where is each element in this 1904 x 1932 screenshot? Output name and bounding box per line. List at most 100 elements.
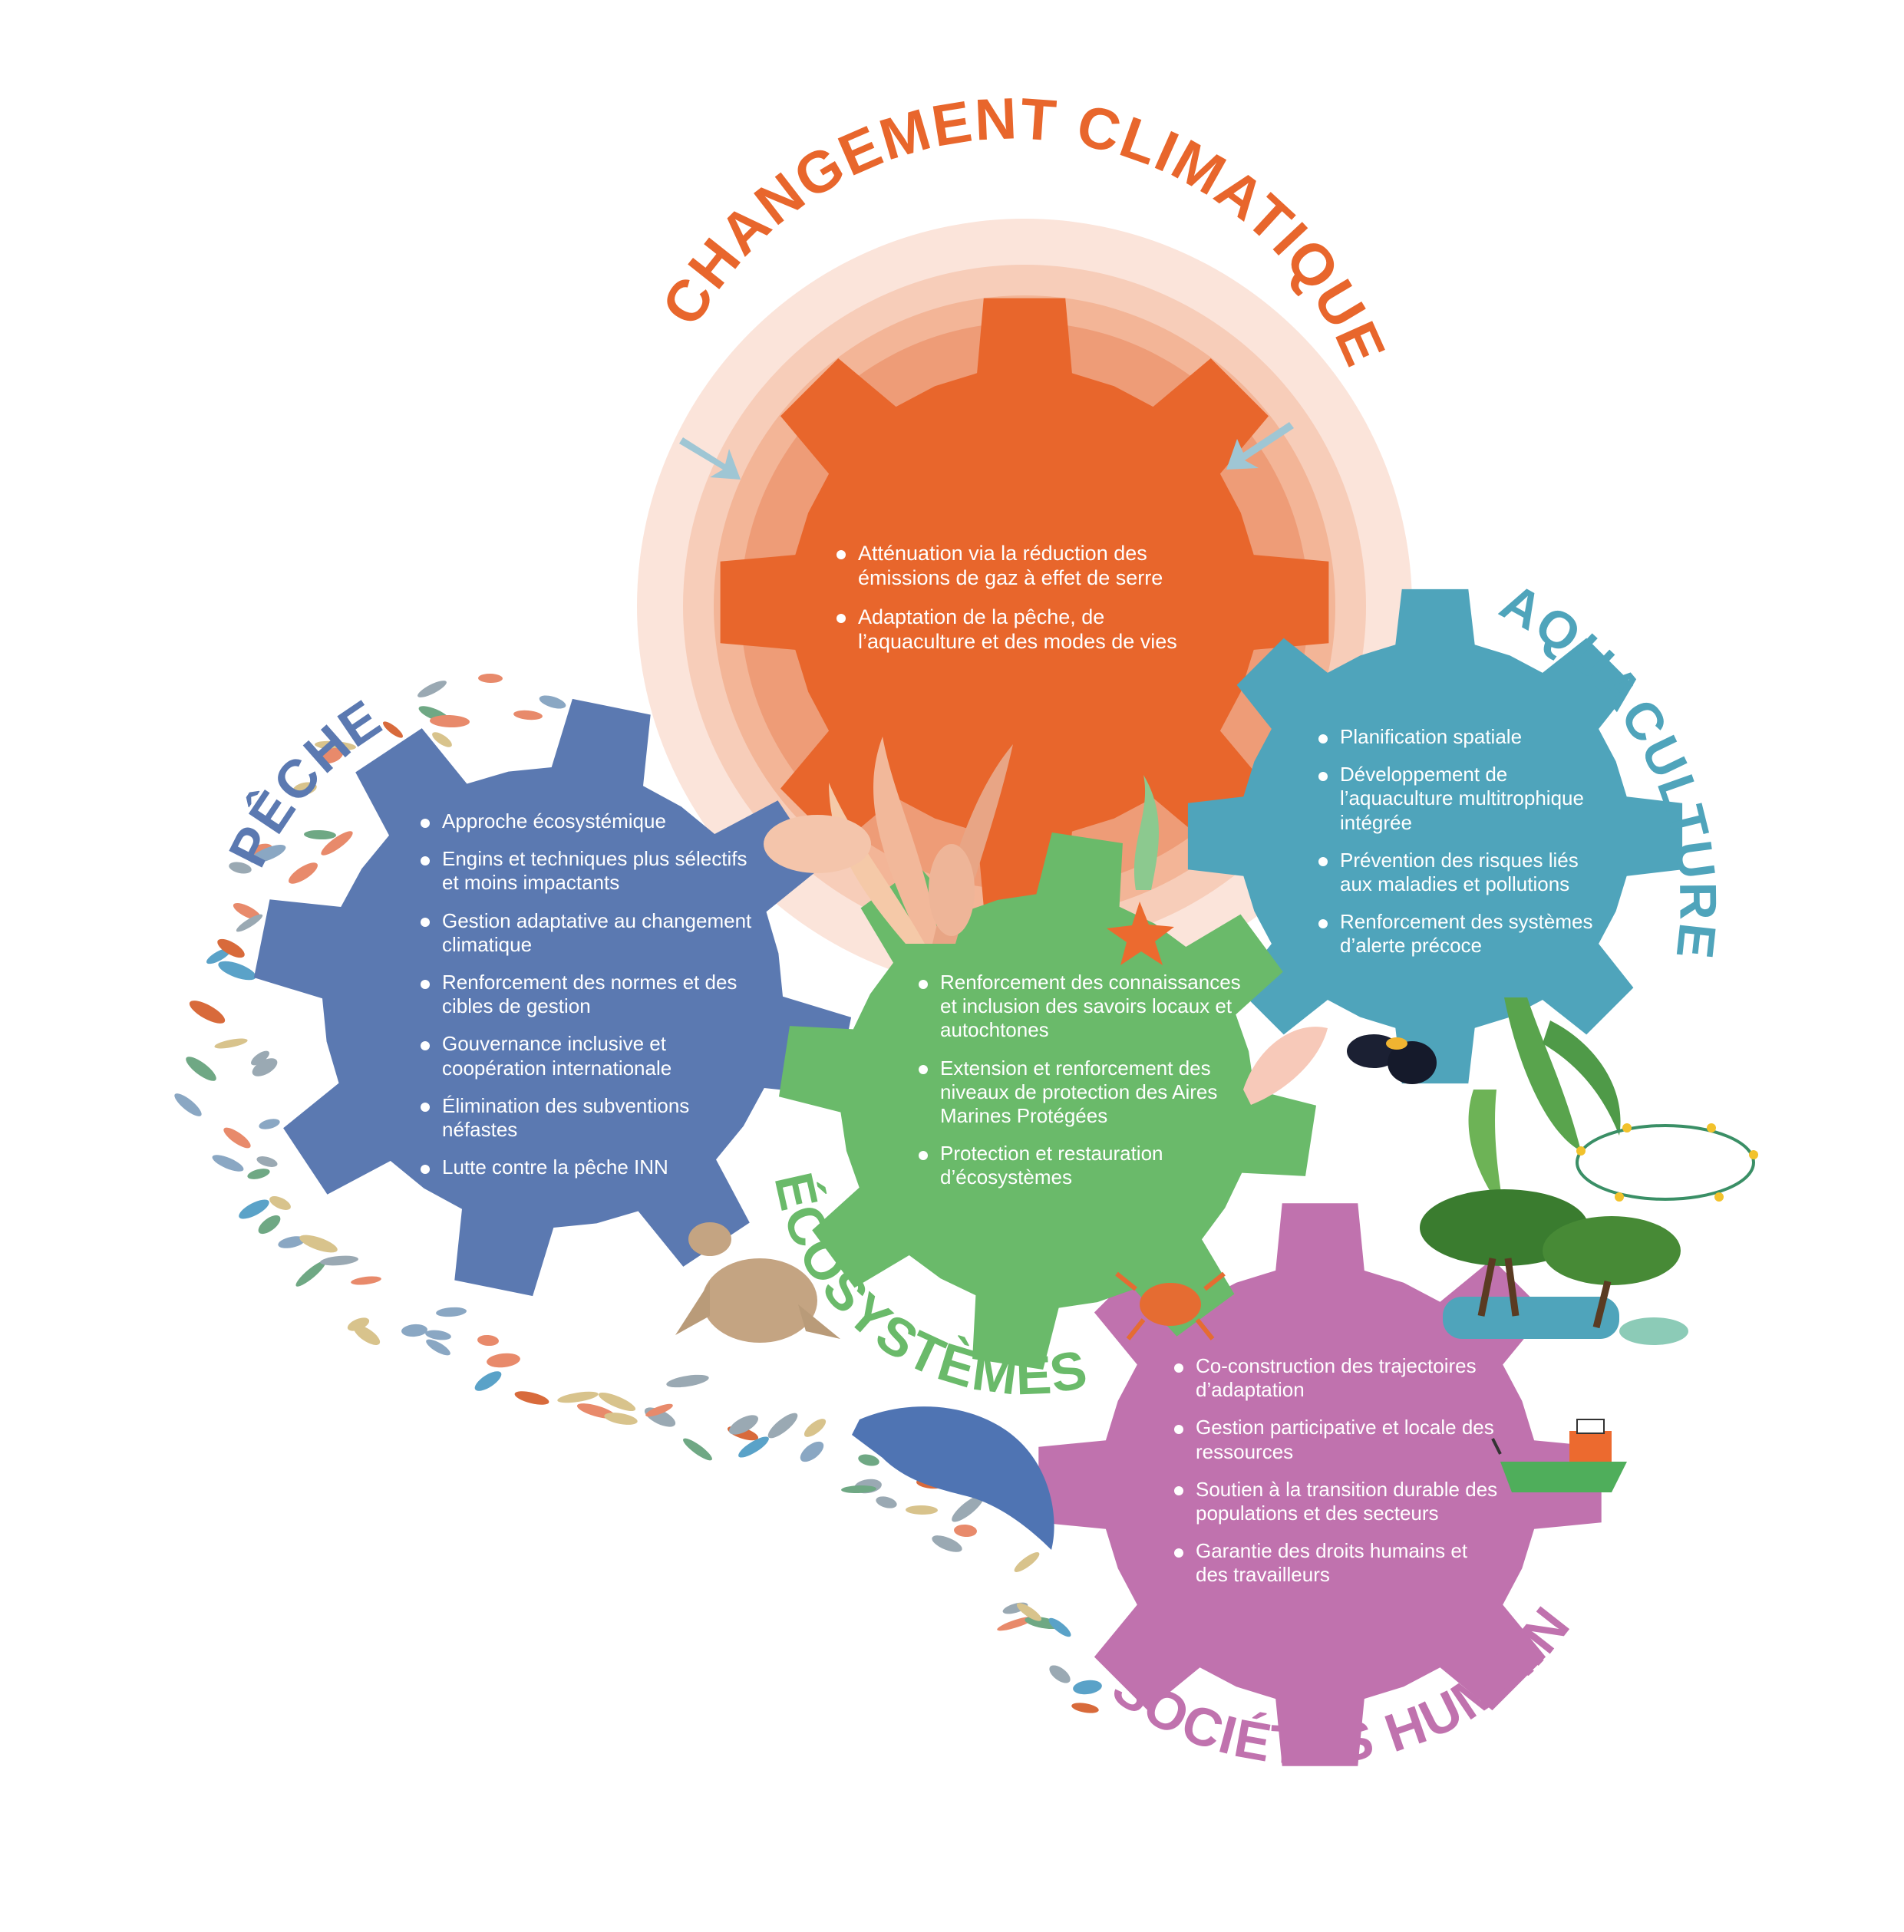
peche-gear	[253, 698, 852, 1297]
fish-icon	[186, 1057, 216, 1081]
fish-icon	[1071, 1703, 1099, 1713]
list-item: Soutien à la transition durable des popu…	[1174, 1478, 1504, 1525]
fish-icon	[236, 914, 263, 932]
list-item: Gouvernance inclusive et coopération int…	[421, 1032, 758, 1080]
fish-icon	[214, 1038, 248, 1049]
ecosystemes-gear	[779, 832, 1316, 1370]
fish-icon	[189, 1001, 226, 1024]
list-item: Élimination des subventions néfastes	[421, 1094, 758, 1142]
fish-icon	[247, 1169, 270, 1179]
list-item: Protection et restauration d’écosystèmes	[919, 1142, 1249, 1189]
fish-icon	[218, 961, 256, 981]
fish-icon	[1049, 1665, 1071, 1683]
changement-list: Atténuation via la réduction des émissio…	[837, 541, 1197, 668]
fish-icon	[256, 1156, 278, 1167]
fish-icon	[249, 845, 286, 863]
fish-icon	[598, 1392, 636, 1412]
aquaculture-gear	[1187, 589, 1683, 1084]
fish-icon	[239, 1199, 269, 1219]
fish-icon	[1014, 1552, 1040, 1572]
fish-icon	[295, 1261, 326, 1287]
fish-icon	[478, 673, 503, 684]
fish-icon	[436, 1307, 467, 1317]
fish-icon	[557, 1391, 599, 1403]
fish-icon	[487, 1353, 520, 1368]
fish-icon	[320, 1255, 358, 1266]
fish-icon	[252, 1058, 278, 1076]
fish-icon	[417, 681, 447, 697]
list-item: Gestion participative et locale des ress…	[1174, 1416, 1504, 1463]
fish-icon	[513, 710, 543, 720]
fish-icon	[906, 1505, 938, 1515]
fish-icon	[430, 714, 470, 728]
fish-icon	[804, 1419, 827, 1437]
fish-icon	[401, 1324, 427, 1337]
fish-icon	[321, 831, 353, 856]
fish-icon	[858, 1454, 879, 1466]
ecosystemes-list: Renforcement des connaissances et inclus…	[919, 971, 1249, 1204]
list-item: Renforcement des systèmes d’alerte préco…	[1318, 910, 1610, 958]
fish-icon	[258, 1215, 281, 1235]
fish-icon	[174, 1093, 202, 1116]
starfish-icon	[1107, 902, 1174, 965]
societes-list: Co-construction des trajectoires d’adapt…	[1174, 1354, 1504, 1601]
fish-icon	[474, 1371, 502, 1391]
fish-icon	[954, 1524, 977, 1538]
crab-icon	[1115, 1271, 1226, 1340]
fish-icon	[229, 862, 252, 874]
list-item: Prévention des risques liés aux maladies…	[1318, 849, 1610, 896]
fish-school	[174, 673, 1102, 1713]
fish-icon	[1073, 1680, 1102, 1695]
fish-icon	[932, 1535, 962, 1552]
list-item: Adaptation de la pêche, de l’aquaculture…	[837, 605, 1197, 654]
mussels-icon	[1347, 1034, 1437, 1084]
list-item: Extension et renforcement des niveaux de…	[919, 1057, 1249, 1129]
changement-gear	[720, 298, 1329, 907]
fish-icon	[299, 1235, 338, 1253]
list-item: Renforcement des connaissances et inclus…	[919, 971, 1249, 1043]
fish-icon	[876, 1496, 897, 1508]
fish-icon	[604, 1413, 638, 1425]
fish-icon	[1048, 1617, 1071, 1637]
fish-icon	[514, 1391, 549, 1405]
list-item: Gestion adaptative au changement climati…	[421, 909, 758, 957]
arrow-right-icon	[1226, 422, 1294, 470]
coral-fan-icon	[1243, 1027, 1328, 1105]
mangrove-trees-icon	[1420, 1189, 1688, 1345]
fish-icon	[738, 1436, 769, 1458]
fish-icon	[952, 1495, 984, 1522]
list-item: Approche écosystémique	[421, 809, 758, 833]
fish-icon	[206, 948, 232, 964]
list-item: Renforcement des normes et des cibles de…	[421, 971, 758, 1018]
fish-icon	[351, 1276, 381, 1285]
fish-icon	[728, 1415, 759, 1435]
fish-icon	[233, 902, 262, 921]
fish-icon	[767, 1413, 798, 1439]
fish-icon	[539, 695, 566, 709]
dolphin-icon	[852, 1406, 1054, 1550]
list-item: Planification spatiale	[1318, 725, 1610, 749]
list-item: Co-construction des trajectoires d’adapt…	[1174, 1354, 1504, 1402]
fish-icon	[269, 1196, 291, 1210]
societes-gear	[1038, 1203, 1602, 1766]
list-item: Développement de l’aquaculture multitrop…	[1318, 763, 1610, 835]
fish-icon	[347, 1317, 370, 1331]
fish-cage-icon	[1576, 1123, 1758, 1202]
fish-icon	[683, 1438, 712, 1461]
fish-icon	[292, 782, 317, 796]
fish-icon	[645, 1403, 673, 1417]
fish-icon	[319, 747, 344, 764]
fish-icon	[432, 732, 452, 747]
fish-icon	[477, 1334, 499, 1347]
fishing-boat-icon	[1491, 1419, 1627, 1492]
list-item: Lutte contre la pêche INN	[421, 1156, 758, 1179]
fish-icon	[223, 1127, 251, 1149]
fish-icon	[315, 740, 356, 751]
fish-icon	[304, 829, 336, 840]
fish-icon	[383, 721, 403, 738]
list-item: Atténuation via la réduction des émissio…	[837, 541, 1197, 591]
